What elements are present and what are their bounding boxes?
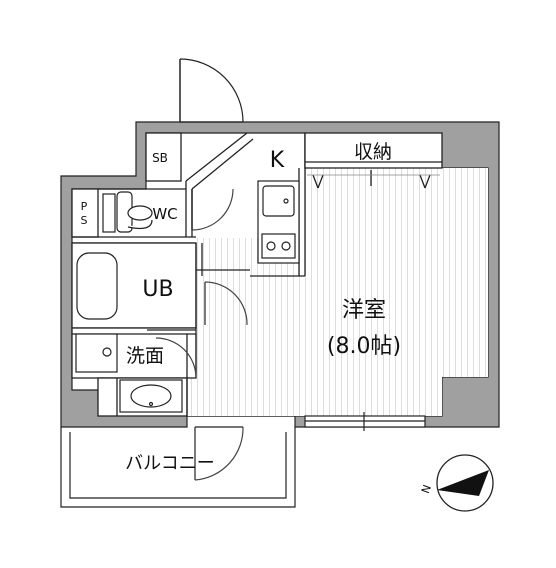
unit-bath-label: UB — [142, 277, 173, 302]
storage-label: 収納 — [354, 141, 392, 163]
kitchen-label: K — [270, 148, 285, 173]
compass-arrow-icon — [437, 470, 489, 496]
compass-north-label: N — [419, 483, 434, 495]
western-room-label: 洋室 — [342, 298, 386, 323]
shoe-box-label: SB — [152, 151, 168, 165]
pipe-space-label-p: P — [81, 200, 88, 213]
north-compass: N — [419, 454, 494, 512]
western-room-size-label: (8.0帖) — [327, 334, 401, 359]
kitchen-counter — [257, 180, 300, 264]
toilet-fixture — [102, 191, 153, 233]
washroom-label: 洗面 — [126, 345, 164, 367]
balcony — [60, 427, 296, 508]
doors — [147, 58, 248, 481]
balcony-label: バルコニー — [125, 453, 215, 474]
storage-closet — [304, 132, 443, 189]
toilet-label: WC — [152, 205, 177, 223]
bathtub — [76, 252, 118, 320]
washing-machine-pan — [75, 333, 118, 373]
wash-basin — [119, 379, 183, 413]
pipe-space-label-s: S — [81, 214, 88, 227]
balcony-window — [304, 412, 426, 431]
